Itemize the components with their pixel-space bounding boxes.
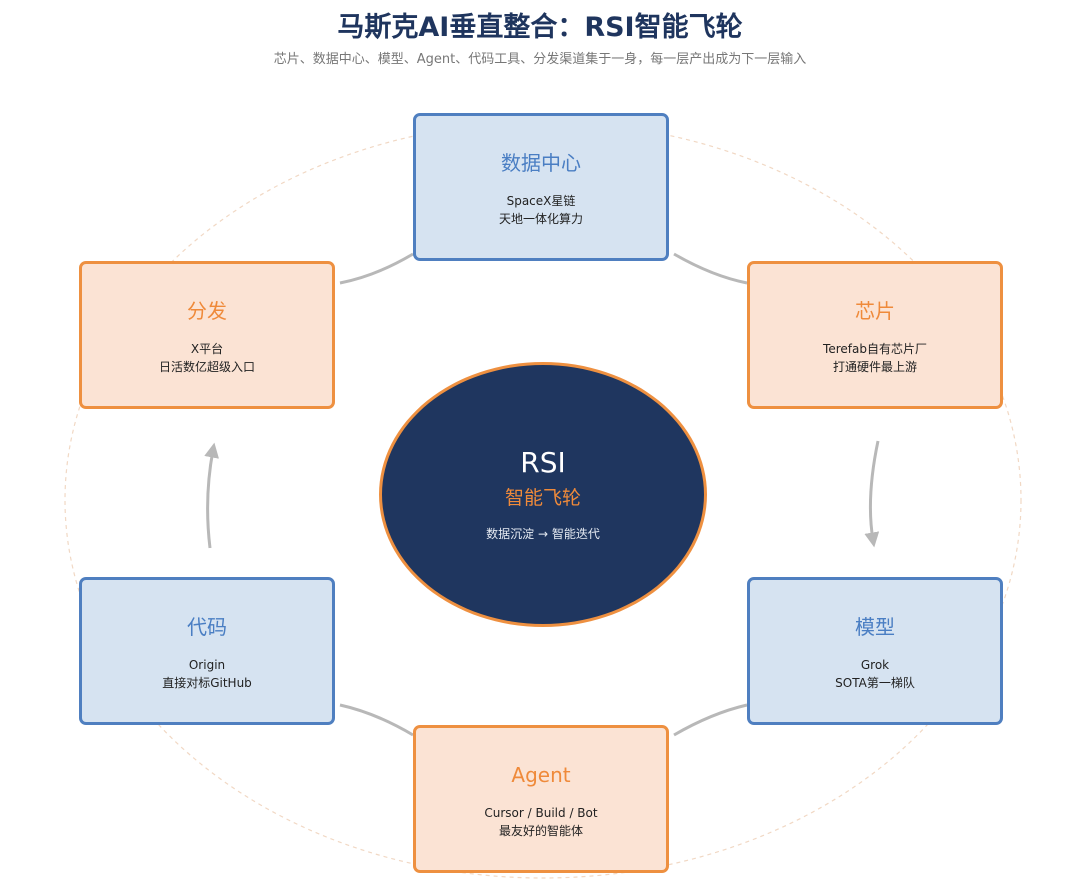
- page-subtitle: 芯片、数据中心、模型、Agent、代码工具、分发渠道集于一身，每一层产出成为下一…: [273, 52, 807, 67]
- node-models-line2: SOTA第一梯队: [835, 676, 915, 690]
- center-subtitle: 智能飞轮: [504, 487, 581, 509]
- node-agent-line2: 最友好的智能体: [498, 824, 583, 838]
- node-models-title: 模型: [855, 615, 895, 639]
- connector-chips-models-arrow: [864, 440, 880, 548]
- node-chips-line1: Terefab自有芯片厂: [823, 342, 927, 356]
- node-chips-line2: 打通硬件最上游: [832, 360, 917, 374]
- node-agent-line1: Cursor / Build / Bot: [484, 806, 598, 820]
- node-models-line1: Grok: [860, 658, 890, 672]
- node-distribution-title: 分发: [187, 299, 227, 323]
- node-code-title: 代码: [187, 615, 227, 639]
- connector-distribution-datacenter: [339, 252, 414, 285]
- node-chips-title: 芯片: [855, 299, 895, 323]
- node-distribution: 分发 X平台 日活数亿超级入口: [79, 261, 335, 409]
- node-code: 代码 Origin 直接对标GitHub: [79, 577, 335, 725]
- node-code-line1: Origin: [188, 658, 226, 672]
- node-datacenter-line1: SpaceX星链: [506, 194, 576, 208]
- node-chips: 芯片 Terefab自有芯片厂 打通硬件最上游: [747, 261, 1003, 409]
- node-distribution-line2: 日活数亿超级入口: [158, 360, 255, 374]
- node-agent-title: Agent: [511, 763, 571, 787]
- connector-agent-code: [339, 703, 414, 737]
- connector-datacenter-chips: [673, 252, 748, 285]
- connector-code-distribution-arrow: [204, 442, 219, 549]
- center-title: RSI: [520, 446, 566, 479]
- node-code-line2: 直接对标GitHub: [162, 676, 252, 690]
- node-datacenter-title: 数据中心: [501, 151, 581, 175]
- node-distribution-line1: X平台: [190, 342, 224, 356]
- node-datacenter: 数据中心 SpaceX星链 天地一体化算力: [413, 113, 669, 261]
- node-agent: Agent Cursor / Build / Bot 最友好的智能体: [413, 725, 669, 873]
- node-models: 模型 Grok SOTA第一梯队: [747, 577, 1003, 725]
- page-title: 马斯克AI垂直整合：RSI智能飞轮: [337, 12, 743, 43]
- center-hub: RSI 智能飞轮 数据沉淀 → 智能迭代: [379, 362, 707, 627]
- center-caption: 数据沉淀 → 智能迭代: [486, 527, 600, 541]
- node-datacenter-line2: 天地一体化算力: [498, 212, 583, 226]
- connector-models-agent: [673, 703, 748, 737]
- orbit-ring: [64, 121, 1022, 879]
